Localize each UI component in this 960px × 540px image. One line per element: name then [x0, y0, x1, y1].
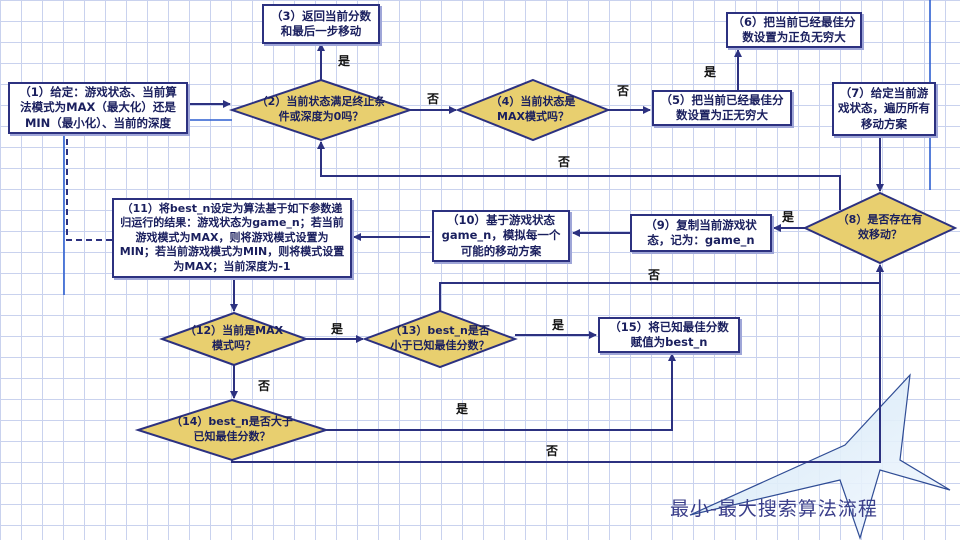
step-10-box: （10）基于游戏状态game_n，模拟每一个可能的移动方案: [432, 210, 570, 262]
edge-label-8-yes: 是: [782, 210, 795, 224]
decision-shape-2: [228, 78, 414, 142]
edge-label-12-no: 否: [258, 379, 271, 393]
edge-label-14-no: 否: [546, 444, 559, 458]
step-15-box: （15）将已知最佳分数赋值为best_n: [598, 317, 740, 353]
step-11-box: （11）将best_n设定为算法基于如下参数递归运行的结果：游戏状态为game_…: [112, 198, 352, 278]
step-5-box: （5）把当前已经最佳分数设置为正无穷大: [652, 90, 792, 126]
edge-label-14-yes: 是: [456, 402, 469, 416]
step-15-text: （15）将已知最佳分数赋值为best_n: [609, 319, 729, 349]
edge-label-12-yes: 是: [331, 322, 344, 336]
step-13-label-area: （13）best_n是否小于已知最佳分数？: [385, 324, 495, 354]
step-1-input-box: （1）给定：游戏状态、当前算法模式为MAX（最大化）还是MIN（最小化）、当前的…: [8, 82, 188, 134]
edge-11-to-1-dashed: [66, 135, 112, 241]
edge-label-2-no: 否: [427, 92, 440, 106]
edge-label-4-yes: 是: [704, 65, 717, 79]
step-14-label-area: （14）best_n是否大于已知最佳分数？: [165, 415, 299, 445]
step-4-label-area: （4）当前状态是MAX模式吗？: [478, 94, 588, 126]
step-12-label-area: （12）当前是MAX模式吗？: [180, 324, 288, 354]
edge-14-to-8: [231, 264, 884, 463]
step-6-text: （6）把当前已经最佳分数设置为正负无穷大: [732, 14, 856, 44]
step-9-text: （9）复制当前游戏状态，记为：game_n: [645, 217, 757, 247]
edge-label-13-no: 否: [648, 268, 661, 282]
step-3-text: （3）返回当前分数和最后一步移动: [270, 8, 371, 38]
edge-label-4-no: 否: [617, 84, 630, 98]
step-6-box: （6）把当前已经最佳分数设置为正负无穷大: [726, 12, 862, 48]
decision-shape-13: [362, 309, 518, 369]
step-13-text: （13）best_n是否小于已知最佳分数？: [390, 324, 490, 352]
edge-14-to-15: [326, 353, 676, 431]
edge-label-2-yes: 是: [338, 54, 351, 68]
step-12-text: （12）当前是MAX模式吗？: [184, 324, 284, 352]
decision-shape-4: [455, 78, 611, 142]
step-7-box: （7）给定当前游戏状态，遍历所有移动方案: [832, 82, 936, 136]
step-8-label-area: （8）是否存在有效移动？: [830, 212, 930, 244]
step-5-text: （5）把当前已经最佳分数设置为正无穷大: [660, 92, 784, 122]
decision-shape-8: [802, 191, 958, 265]
step-2-text: （2）当前状态满足终止条件或深度为0吗？: [256, 95, 386, 123]
step-4-text: （4）当前状态是MAX模式吗？: [490, 95, 576, 123]
edge-label-13-yes: 是: [552, 318, 565, 332]
page-title: 最小-最大搜索算法流程: [670, 498, 878, 520]
step-11-text: （11）将best_n设定为算法基于如下参数递归运行的结果：游戏状态为game_…: [119, 201, 345, 273]
decorative-star-shape: [689, 373, 951, 540]
step-8-text: （8）是否存在有效移动？: [837, 213, 923, 241]
edge-8-to-2: [317, 141, 841, 210]
step-1-text: （1）给定：游戏状态、当前算法模式为MAX（最大化）还是MIN（最小化）、当前的…: [19, 85, 177, 130]
step-14-text: （14）best_n是否大于已知最佳分数？: [171, 415, 293, 443]
edge-label-8-no: 否: [558, 155, 571, 169]
step-10-text: （10）基于游戏状态game_n，模拟每一个可能的移动方案: [441, 213, 561, 258]
step-3-return-box: （3）返回当前分数和最后一步移动: [262, 4, 380, 44]
step-2-label-area: （2）当前状态满足终止条件或深度为0吗？: [252, 94, 390, 126]
step-7-text: （7）给定当前游戏状态，遍历所有移动方案: [838, 86, 930, 131]
step-9-box: （9）复制当前游戏状态，记为：game_n: [630, 214, 772, 252]
